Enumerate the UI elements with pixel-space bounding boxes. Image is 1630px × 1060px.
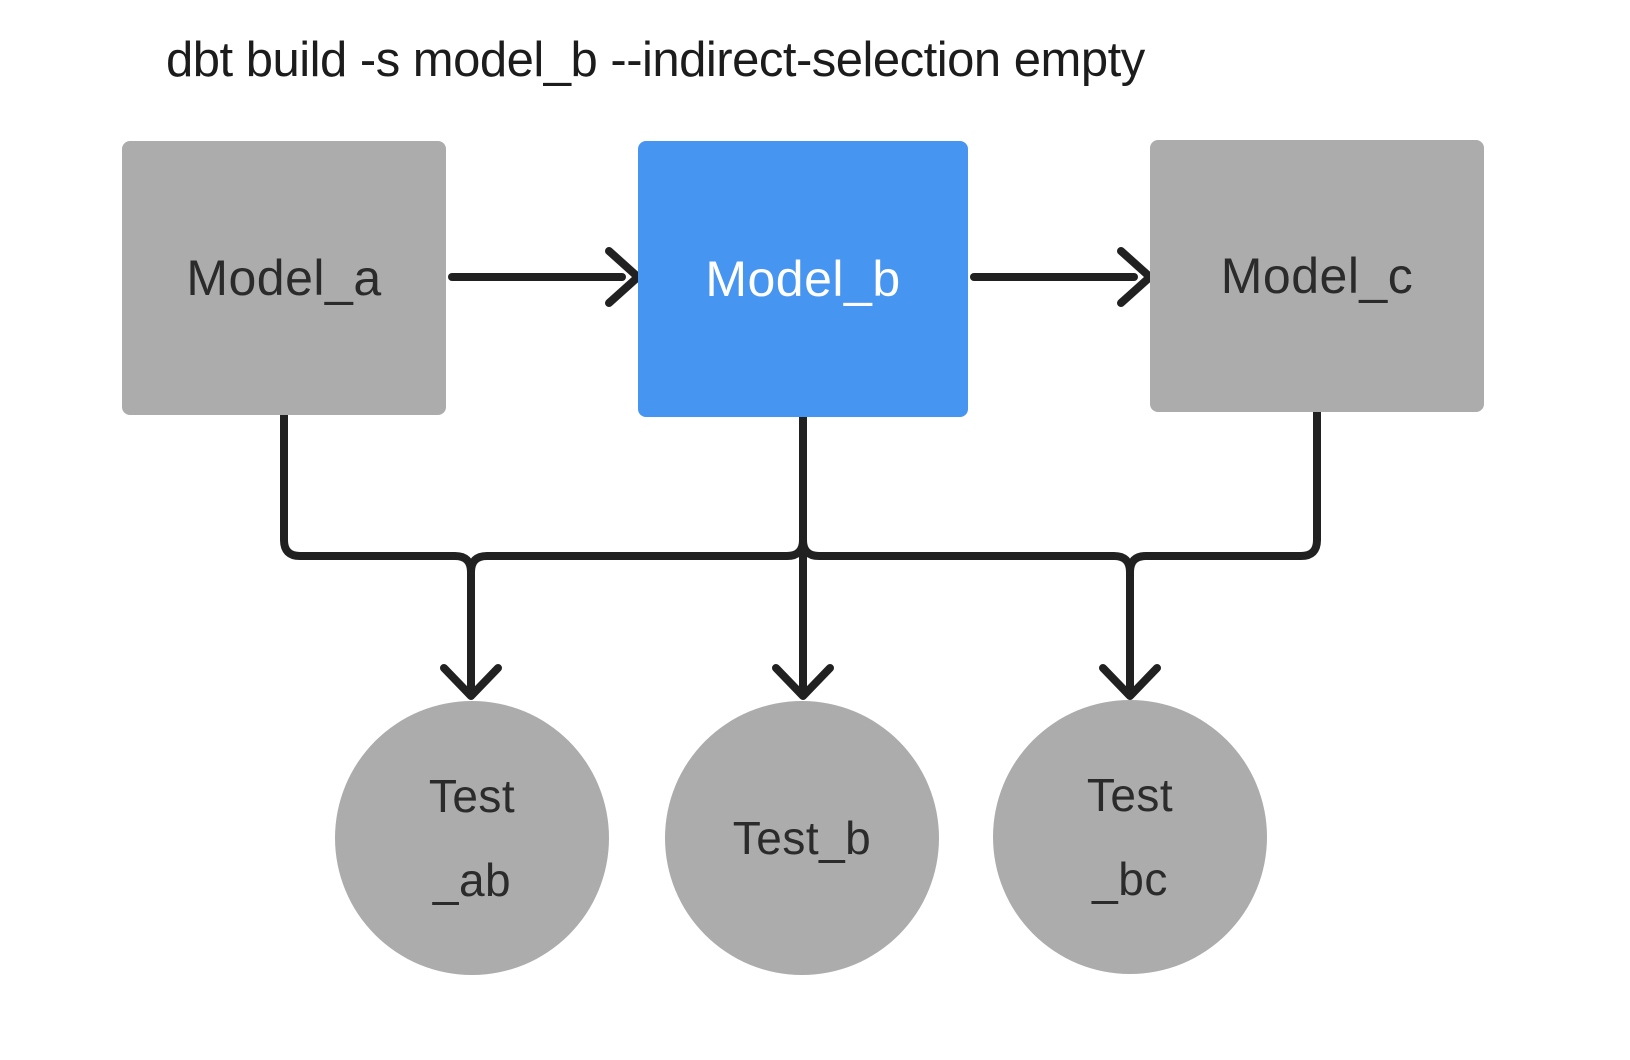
- node-test-ab: Test _ab: [335, 701, 609, 975]
- node-test-bc-label-line2: _bc: [1092, 853, 1168, 905]
- node-model-b-selected: Model_b: [638, 141, 968, 417]
- node-test-bc: Test _bc: [993, 700, 1267, 974]
- arrowhead-test-ab: [440, 664, 502, 700]
- node-test-b-label-line1: Test_b: [732, 812, 872, 864]
- node-model-a-label: Model_a: [186, 250, 382, 306]
- node-test-b: Test_b: [665, 701, 939, 975]
- node-model-b-label: Model_b: [705, 251, 901, 307]
- node-model-a: Model_a: [122, 141, 446, 415]
- node-model-c: Model_c: [1150, 140, 1484, 412]
- node-test-ab-label-line1: Test: [428, 770, 516, 822]
- arrowhead-test-bc: [1099, 664, 1161, 700]
- diagram-title: dbt build -s model_b --indirect-selectio…: [166, 33, 1145, 87]
- edge-model-a-to-test-ab: [280, 406, 475, 692]
- edge-model-b-to-test-ab: [467, 536, 807, 576]
- edge-model-c-to-test-bc: [1126, 403, 1321, 576]
- node-test-ab-label-line2: _ab: [432, 854, 512, 906]
- node-test-bc-label-line1: Test: [1086, 769, 1174, 821]
- arrowhead-test-b: [772, 664, 834, 700]
- edge-model-b-to-test-bc: [799, 536, 1134, 692]
- node-model-c-label: Model_c: [1220, 248, 1414, 304]
